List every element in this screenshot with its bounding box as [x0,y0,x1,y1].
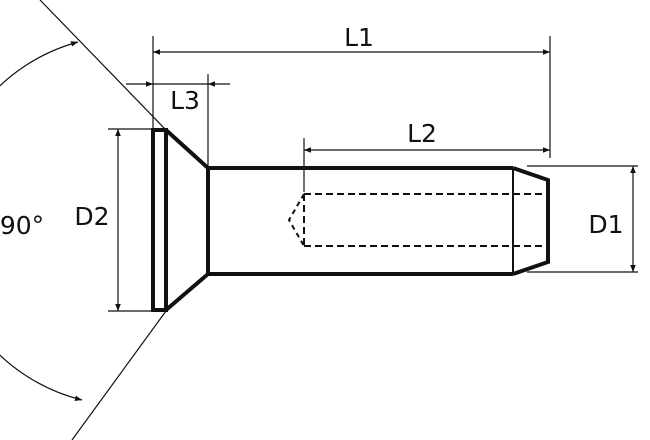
label-angle: 90° [0,211,44,240]
bolt-shank [206,166,513,276]
bolt-head-flange [151,128,168,312]
label-l3: L3 [170,86,200,115]
dimension-lines [0,41,636,402]
label-d1: D1 [588,210,623,239]
bolt-body [151,128,550,312]
label-l2: L2 [407,119,437,148]
bolt-head-taper [164,128,210,312]
dim-arc-angle [0,41,83,402]
label-d2: D2 [74,202,109,231]
hidden-drill-point [287,193,305,247]
hidden-thread [303,193,544,247]
label-l1: L1 [344,23,374,52]
bolt-tip-chamfer [512,166,550,276]
